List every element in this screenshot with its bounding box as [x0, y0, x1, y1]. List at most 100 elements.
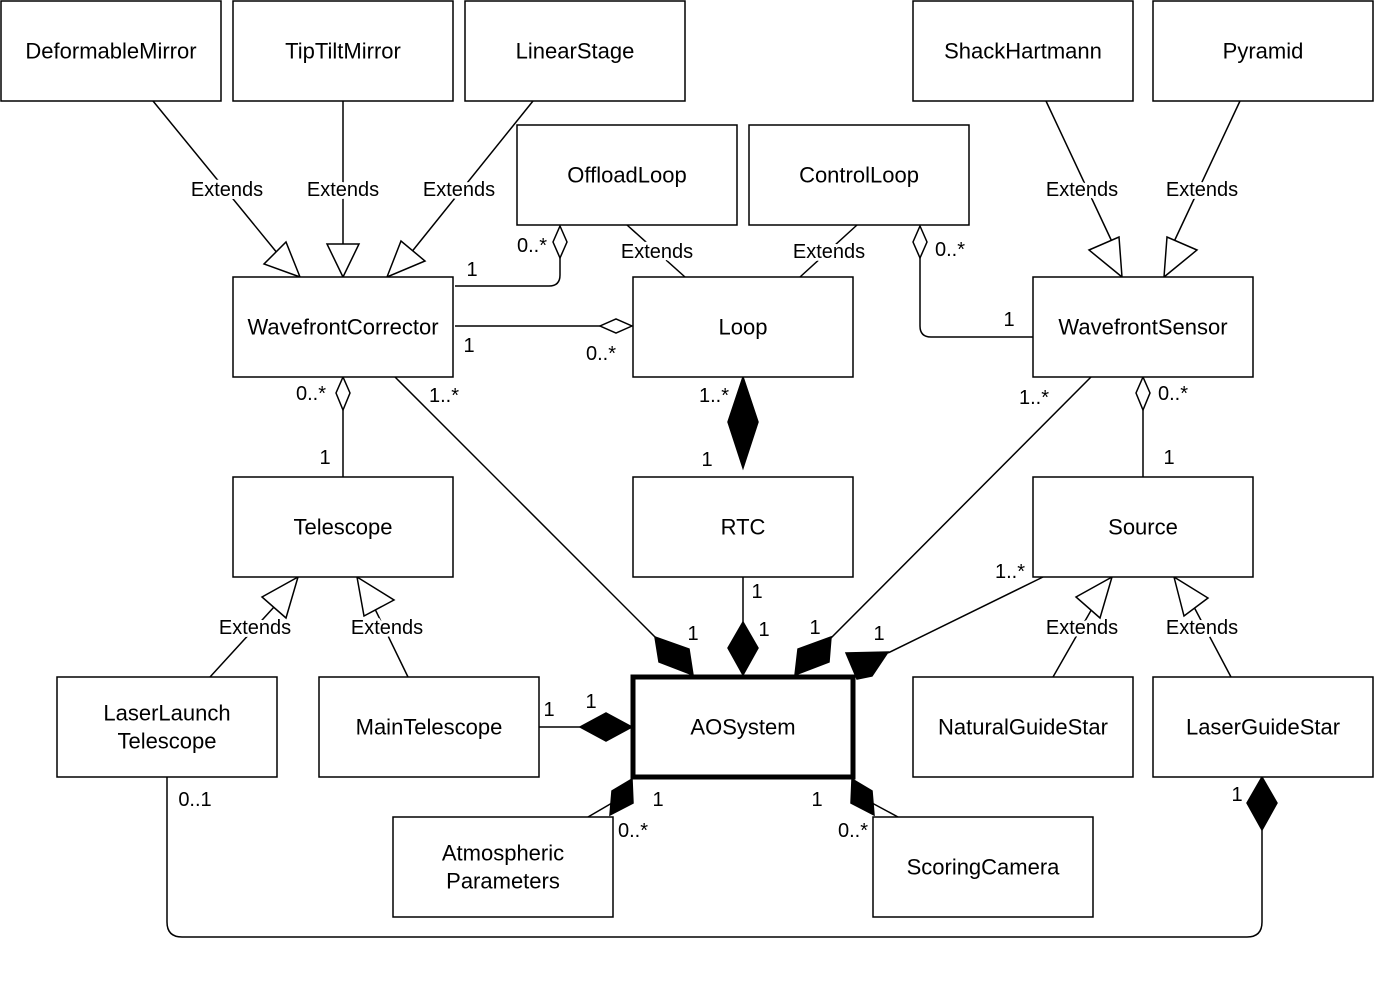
extends-label: Extends	[1166, 179, 1238, 201]
class-name: Source	[1108, 515, 1178, 540]
multiplicity-label: 1	[1003, 309, 1014, 331]
edge-source-aosystem	[887, 576, 1044, 654]
composition-diamond	[654, 635, 694, 677]
class-name: ScoringCamera	[907, 855, 1061, 880]
class-name: Telescope	[293, 515, 392, 540]
extends-label: Extends	[423, 179, 495, 201]
edge-laserguidestar-extends	[1193, 606, 1232, 678]
multiplicity-label: 1	[811, 789, 822, 811]
class-wavefrontsensor[interactable]: WavefrontSensor	[1032, 276, 1254, 378]
extends-label: Extends	[1166, 617, 1238, 639]
multiplicity-label: 1	[466, 259, 477, 281]
class-name: Loop	[719, 315, 768, 340]
class-aosystem[interactable]: AOSystem	[630, 674, 856, 780]
generalization-arrowhead	[262, 240, 302, 279]
class-telescope[interactable]: Telescope	[232, 476, 454, 578]
edge-pyramid-extends	[1171, 100, 1241, 247]
edge-maintelescope-extends	[373, 606, 409, 678]
class-name-line-1: Atmospheric	[442, 841, 564, 866]
multiplicity-label: 1	[751, 581, 762, 603]
multiplicity-label: 1	[652, 789, 663, 811]
class-deformablemirror[interactable]: DeformableMirror	[0, 0, 222, 102]
extends-label: Extends	[219, 617, 291, 639]
edge-linearstage-extends	[409, 100, 534, 255]
extends-label: Extends	[307, 179, 379, 201]
generalization-arrowhead	[1172, 575, 1210, 618]
edge-scoringcamera-aosystem	[871, 802, 899, 818]
multiplicity-label: 0..*	[1158, 383, 1188, 405]
class-name: ShackHartmann	[944, 39, 1102, 64]
class-tiptiltmirror[interactable]: TipTiltMirror	[232, 0, 454, 102]
extends-label: Extends	[351, 617, 423, 639]
multiplicity-label: 0..*	[935, 239, 965, 261]
edge-corrector-offloadloop	[455, 258, 561, 287]
aggregation-diamond	[1135, 375, 1151, 412]
class-name: AOSystem	[690, 715, 795, 740]
generalization-arrowhead	[355, 575, 396, 618]
class-offloadloop[interactable]: OffloadLoop	[516, 124, 738, 226]
class-naturalguidestar[interactable]: NaturalGuideStar	[912, 676, 1134, 778]
composition-diamond	[794, 635, 832, 677]
class-name-line-2: Parameters	[446, 869, 560, 894]
class-name: OffloadLoop	[567, 163, 686, 188]
class-shackhartmann[interactable]: ShackHartmann	[912, 0, 1134, 102]
class-atmosphericparameters[interactable]: Atmospheric Parameters	[392, 816, 614, 918]
multiplicity-label: 1..*	[1019, 387, 1049, 409]
class-name: Pyramid	[1223, 39, 1304, 64]
edge-laserlaunch-extends	[209, 606, 275, 678]
class-scoringcamera[interactable]: ScoringCamera	[872, 816, 1094, 918]
edge-laserlaunch-laserguidestar	[166, 777, 1263, 938]
class-controlloop[interactable]: ControlLoop	[748, 124, 970, 226]
generalization-arrowhead	[325, 243, 361, 279]
class-name: LinearStage	[516, 39, 635, 64]
class-name-line-1: LaserLaunch	[103, 701, 230, 726]
multiplicity-label: 1	[809, 617, 820, 639]
class-name: RTC	[721, 515, 766, 540]
generalization-arrowhead	[1163, 235, 1199, 279]
composition-diamond	[609, 777, 634, 817]
class-name-line-2: Telescope	[117, 729, 216, 754]
class-wavefrontcorrector[interactable]: WavefrontCorrector	[232, 276, 454, 378]
multiplicity-label: 0..1	[178, 789, 211, 811]
class-linearstage[interactable]: LinearStage	[464, 0, 686, 102]
multiplicity-label: 1	[701, 449, 712, 471]
multiplicity-label: 0..*	[296, 383, 326, 405]
generalization-arrowhead	[1074, 575, 1114, 620]
composition-diamond	[844, 651, 890, 680]
composition-diamond	[850, 777, 875, 817]
class-maintelescope[interactable]: MainTelescope	[318, 676, 540, 778]
class-laserguidestar[interactable]: LaserGuideStar	[1152, 676, 1374, 778]
composition-diamond	[727, 374, 759, 471]
class-name: LaserGuideStar	[1186, 715, 1340, 740]
multiplicity-label: 1..*	[995, 561, 1025, 583]
edge-corrector-aosystem	[394, 376, 661, 643]
multiplicity-label: 1	[687, 623, 698, 645]
generalization-arrowhead	[1087, 235, 1123, 279]
multiplicity-label: 0..*	[838, 820, 868, 842]
class-rtc[interactable]: RTC	[632, 476, 854, 578]
edge-naturalguidestar-extends	[1052, 606, 1094, 678]
multiplicity-label: 1	[873, 623, 884, 645]
class-laserlaunchtelescope[interactable]: LaserLaunch Telescope	[56, 676, 278, 778]
class-name: TipTiltMirror	[285, 39, 401, 64]
class-source[interactable]: Source	[1032, 476, 1254, 578]
extends-label: Extends	[1046, 179, 1118, 201]
generalization-arrowhead	[260, 575, 300, 620]
class-name: NaturalGuideStar	[938, 715, 1108, 740]
class-name: WavefrontCorrector	[247, 315, 438, 340]
class-pyramid[interactable]: Pyramid	[1152, 0, 1374, 102]
multiplicity-label: 1	[585, 691, 596, 713]
edge-atmospheric-aosystem	[587, 802, 613, 818]
aggregation-diamond	[335, 375, 351, 412]
class-name: ControlLoop	[799, 163, 919, 188]
composition-diamond	[578, 712, 634, 742]
multiplicity-label: 1..*	[429, 385, 459, 407]
edge-offloadloop-extends	[626, 224, 686, 278]
class-loop[interactable]: Loop	[632, 276, 854, 378]
multiplicity-label: 1	[1163, 447, 1174, 469]
multiplicity-label: 1	[319, 447, 330, 469]
class-name: DeformableMirror	[25, 39, 196, 64]
extends-label: Extends	[793, 241, 865, 263]
multiplicity-label: 0..*	[586, 343, 616, 365]
